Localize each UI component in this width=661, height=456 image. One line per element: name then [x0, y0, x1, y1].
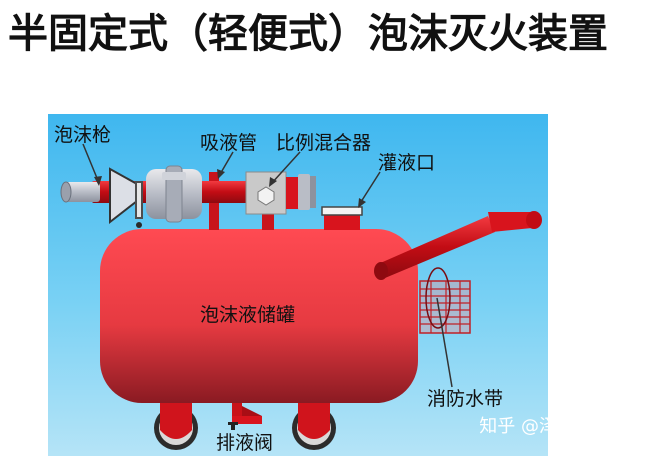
callout-lines [82, 143, 453, 388]
label-drain-valve: 排液阀 [216, 432, 274, 454]
label-suction-pipe: 吸液管 [200, 132, 258, 154]
filling-port [321, 206, 363, 230]
inline-fitting [146, 165, 202, 223]
label-fire-hose: 消防水带 [427, 388, 504, 410]
watermark: 知乎 @泽天消防科技 [479, 416, 647, 437]
callout-arrowheads [94, 169, 366, 208]
label-tank: 泡沫液储罐 [200, 304, 296, 326]
label-proportioner: 比例混合器 [276, 132, 372, 154]
fire-hose-coil [419, 267, 471, 334]
foam-gun [60, 167, 143, 228]
page-title: 半固定式（轻便式）泡沫灭火装置 [8, 11, 608, 57]
label-foam-gun: 泡沫枪 [54, 124, 112, 146]
foam-tank [100, 229, 418, 403]
proportioner-riser [262, 210, 274, 230]
outlet-pipe [374, 211, 542, 280]
wheel-right [292, 398, 336, 450]
drain-valve [228, 398, 262, 430]
proportioner-block [245, 171, 316, 215]
label-filling-port: 灌液口 [378, 152, 436, 174]
wheel-left [154, 398, 198, 450]
